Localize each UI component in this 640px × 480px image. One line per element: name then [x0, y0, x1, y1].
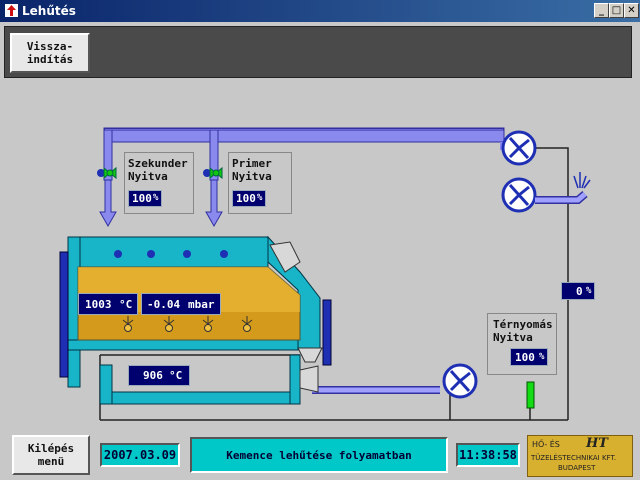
damper-unit: % [586, 286, 592, 296]
title-bar: Lehűtés _ □ ✕ [0, 0, 640, 22]
level-indicator [526, 381, 535, 409]
toolbar [4, 26, 632, 78]
primary-valve-unit: % [257, 193, 263, 203]
primary-valve-value[interactable]: 100 % [232, 190, 266, 207]
damper-value-display[interactable]: 0 % [561, 282, 595, 300]
damper-value: 0 [576, 285, 583, 298]
outlet-temperature-display: 906 °C [128, 365, 190, 386]
furnace-body [59, 235, 332, 405]
company-line3: BUDAPEST [558, 464, 596, 472]
chamber-pressure-value-number: 100 [515, 351, 535, 364]
secondary-valve-unit: % [153, 193, 159, 203]
time-display: 11:38:58 [456, 443, 520, 467]
burner-icon [122, 316, 253, 332]
furnace-pressure-display: -0.04 mbar [141, 293, 221, 315]
chamber-pressure-unit: % [539, 352, 545, 362]
flue-gas-fan-icon[interactable] [442, 363, 478, 399]
close-button[interactable]: ✕ [624, 3, 639, 18]
maximize-button[interactable]: □ [609, 3, 624, 18]
chamber-pressure-label: Térnyomás Nyitva [493, 318, 553, 344]
furnace-temperature-display: 1003 °C [78, 293, 138, 315]
combustion-air-fan-icon[interactable] [501, 130, 537, 166]
furnace-pressure-value: -0.04 [147, 298, 181, 311]
app-icon [5, 4, 18, 17]
company-line1: HŐ- ÉS [532, 440, 560, 449]
minimize-button[interactable]: _ [594, 3, 609, 18]
company-logo: HŐ- ÉS HT TÜZELÉSTECHNIKAI KFT. BUDAPEST [527, 435, 633, 477]
exit-menu-button[interactable]: Kilépés menü [12, 435, 90, 475]
air-pipe [103, 127, 505, 181]
primary-valve-value-number: 100 [236, 192, 256, 205]
restart-button[interactable]: Vissza- indítás [10, 33, 90, 73]
secondary-valve-value[interactable]: 100 % [128, 190, 162, 207]
primary-valve-icon[interactable] [203, 166, 223, 180]
furnace-temperature-value: 1003 [85, 298, 112, 311]
outlet-temperature-unit: °C [169, 369, 183, 382]
exhaust-fan-icon[interactable] [501, 177, 537, 213]
company-logo-mark: HT [586, 436, 608, 451]
window-title: Lehűtés [22, 4, 76, 18]
secondary-valve-icon[interactable] [97, 166, 117, 180]
primary-valve-label: Primer Nyitva [232, 157, 272, 183]
furnace-temperature-unit: °C [119, 298, 133, 311]
chamber-pressure-value[interactable]: 100 % [510, 348, 548, 366]
company-line2: TÜZELÉSTECHNIKAI KFT. [531, 454, 617, 462]
chimney-smoke-icon [573, 172, 591, 189]
secondary-valve-value-number: 100 [132, 192, 152, 205]
outlet-temperature-value: 906 [143, 369, 163, 382]
date-display: 2007.03.09 [100, 443, 180, 467]
furnace-pressure-unit: mbar [188, 298, 215, 311]
secondary-valve-label: Szekunder Nyitva [128, 157, 188, 183]
status-message: Kemence lehűtése folyamatban [190, 437, 448, 473]
